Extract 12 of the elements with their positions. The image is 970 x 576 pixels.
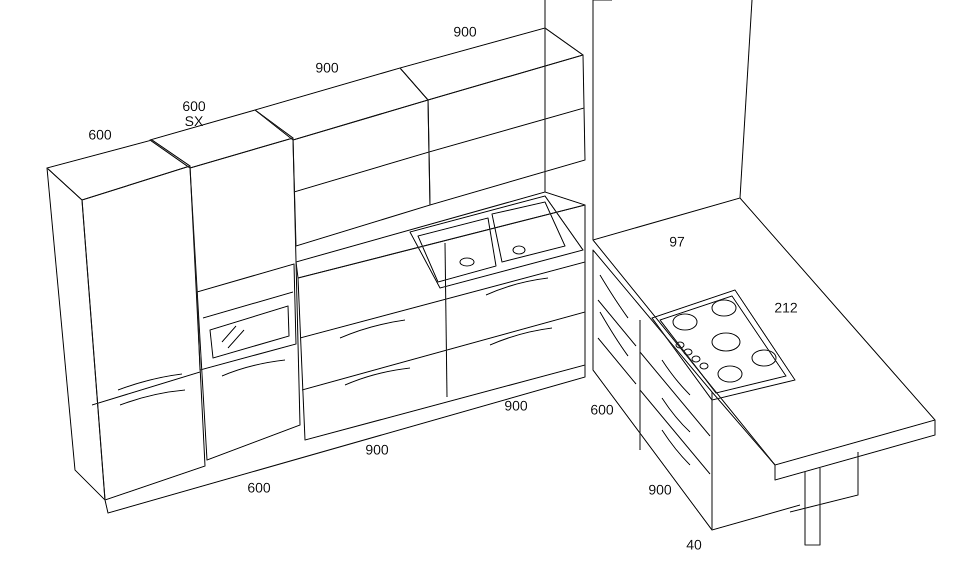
- dimension-label: 40: [686, 538, 702, 552]
- dimension-label: 600: [247, 480, 271, 496]
- dimension-label: 600 SX: [181, 99, 207, 129]
- dimension-label: 600: [88, 128, 112, 142]
- dimension-label: 900: [504, 398, 528, 414]
- dimension-label: 97: [669, 234, 685, 250]
- dimension-label: 600: [590, 402, 614, 418]
- dimension-label: 900: [648, 482, 672, 498]
- dimension-label: 900: [365, 442, 389, 458]
- dimension-label: 900: [315, 60, 339, 76]
- dimension-label: 212: [774, 300, 798, 316]
- dimension-label: 900: [453, 24, 477, 40]
